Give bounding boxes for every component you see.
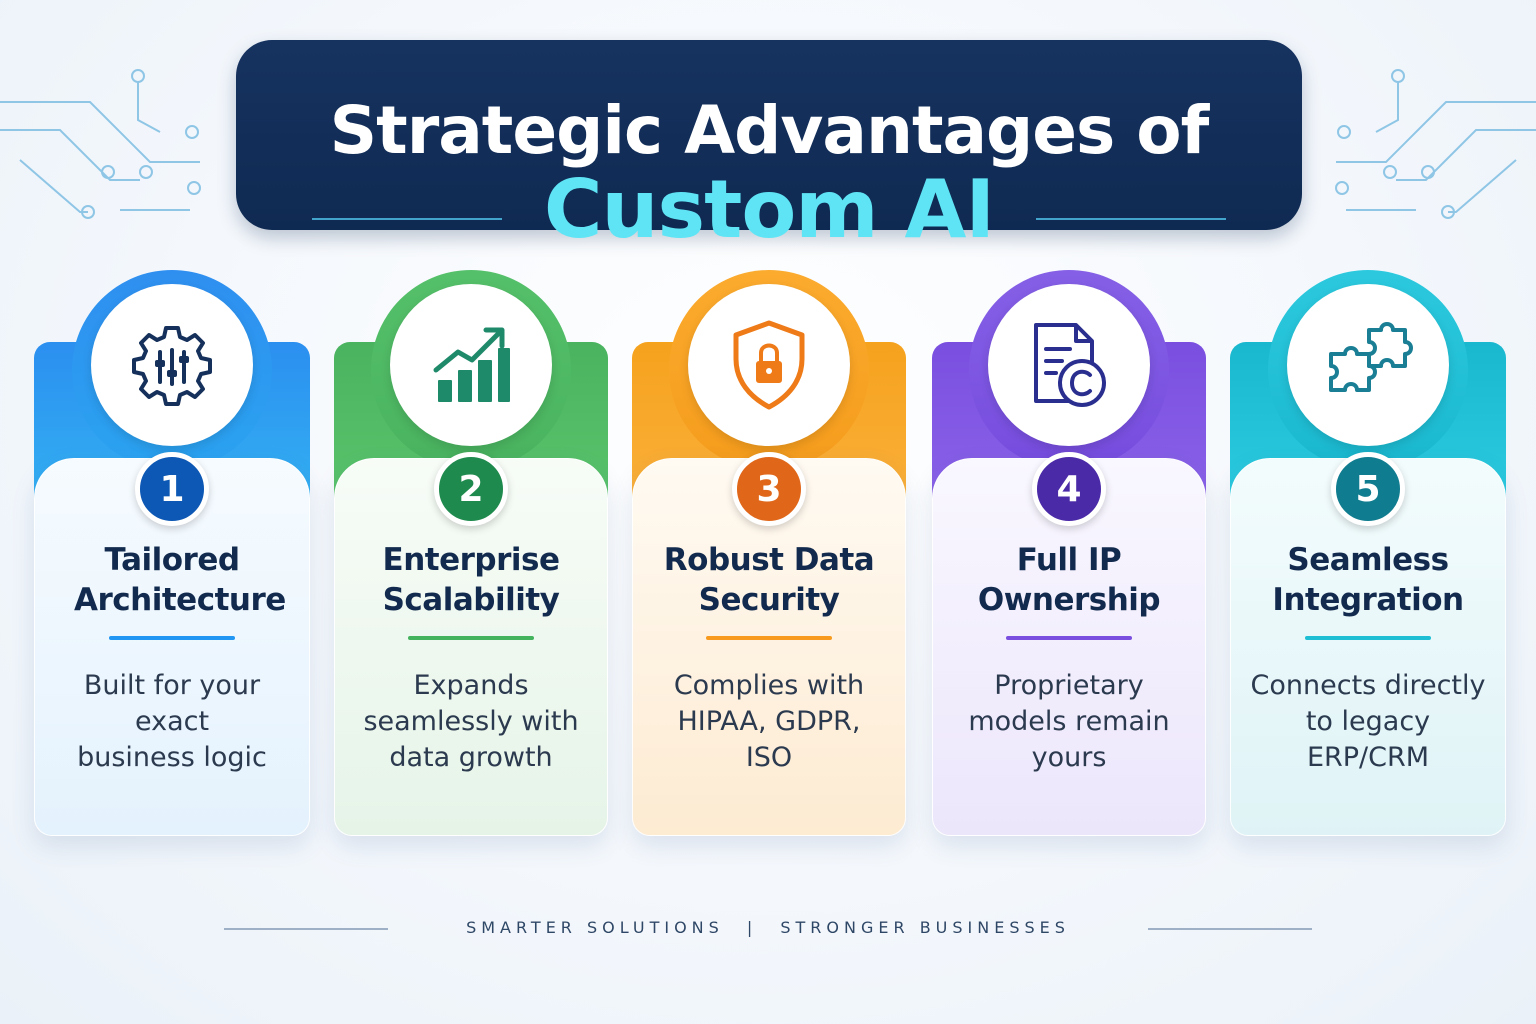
copyright-document-icon xyxy=(1034,323,1106,407)
footer-separator: | xyxy=(746,918,758,937)
step-number-badge: 4 xyxy=(1032,452,1106,526)
card-title: Seamless Integration xyxy=(1272,542,1464,618)
icon-container xyxy=(390,284,552,446)
page-title: Strategic Advantages of xyxy=(329,92,1210,169)
card-title: Full IP Ownership xyxy=(977,542,1161,618)
card-title: Robust Data Security xyxy=(663,542,875,618)
step-number-badge: 3 xyxy=(732,452,806,526)
icon-container xyxy=(91,284,253,446)
card-divider xyxy=(1006,636,1132,640)
growth-chart-icon xyxy=(433,327,510,402)
card-description: Complies with HIPAA, GDPR, ISO xyxy=(673,670,865,773)
advantage-card-4: 4 Full IP Ownership Proprietary models r… xyxy=(932,270,1206,836)
card-description: Proprietary models remain yours xyxy=(968,670,1170,773)
card-divider xyxy=(706,636,832,640)
step-number-badge: 5 xyxy=(1331,452,1405,526)
advantage-card-2: 2 Enterprise Scalability Expands seamles… xyxy=(334,270,608,836)
advantage-card-3: 3 Robust Data Security Complies with HIP… xyxy=(632,270,906,836)
card-divider xyxy=(1305,636,1431,640)
card-title: Enterprise Scalability xyxy=(382,542,560,618)
icon-container xyxy=(1287,284,1449,446)
footer-left-text: SMARTER SOLUTIONS xyxy=(466,918,724,937)
advantage-card-1: 1 Tailored Architecture Built for your e… xyxy=(34,270,310,836)
icon-container xyxy=(988,284,1150,446)
circuit-decoration-left xyxy=(0,69,201,219)
step-number-badge: 1 xyxy=(135,452,209,526)
card-title: Tailored Architecture xyxy=(74,542,286,618)
card-divider xyxy=(408,636,534,640)
page-title-highlight: Custom AI xyxy=(543,163,995,256)
step-number-badge: 2 xyxy=(434,452,508,526)
title-divider-right xyxy=(1036,218,1226,220)
footer-tagline: SMARTER SOLUTIONS | STRONGER BUSINESSES xyxy=(0,918,1536,942)
card-description: Connects directly to legacy ERP/CRM xyxy=(1250,670,1486,773)
shield-lock-icon xyxy=(733,320,805,410)
card-divider xyxy=(109,636,235,640)
card-description: Built for your exact business logic xyxy=(77,670,267,773)
gear-sliders-icon xyxy=(132,326,212,406)
puzzle-icon xyxy=(1329,322,1413,392)
icon-container xyxy=(688,284,850,446)
card-description: Expands seamlessly with data growth xyxy=(363,670,579,773)
circuit-decoration-right xyxy=(1335,69,1536,219)
footer-right-text: STRONGER BUSINESSES xyxy=(780,918,1070,937)
footer-divider-left xyxy=(224,928,388,930)
title-divider-left xyxy=(312,218,502,220)
title-banner: Strategic Advantages of Custom AI xyxy=(236,40,1302,250)
footer-divider-right xyxy=(1148,928,1312,930)
advantage-card-5: 5 Seamless Integration Connects directly… xyxy=(1230,270,1506,836)
